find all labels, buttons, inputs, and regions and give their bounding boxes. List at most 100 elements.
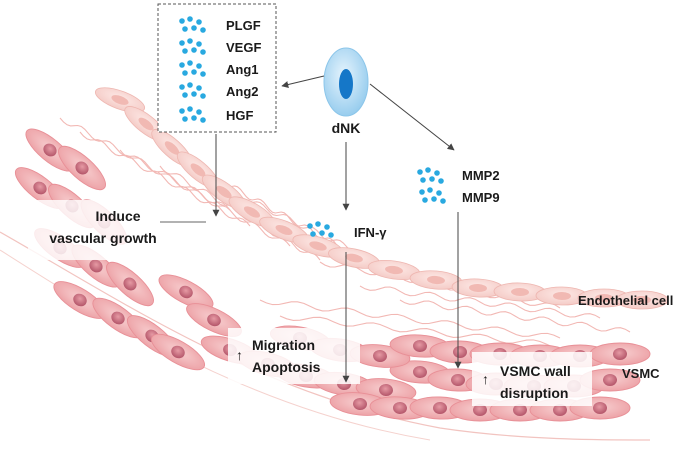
- vsmc-cell-11: [158, 274, 214, 310]
- vsmc-cell-nucleus: [89, 259, 103, 273]
- arrow-dnk-to-box: [281, 75, 325, 88]
- ifn-dot-5: [328, 232, 334, 238]
- mmp9-dot-5: [440, 198, 446, 204]
- endothelial-cell-nucleus: [190, 163, 206, 177]
- mmp9-dot-2: [436, 190, 442, 196]
- migration-line-1: Migration: [252, 337, 315, 353]
- vsmc-cell-nucleus: [43, 143, 57, 157]
- factor-dot-3-2: [196, 85, 202, 91]
- ifn-label: IFN-γ: [354, 225, 387, 240]
- arrow-dnk-to-mmp: [369, 83, 455, 151]
- factor-dot-0-5: [200, 27, 206, 33]
- ifn-dot-3: [310, 231, 316, 237]
- vsmc-cell-13: [150, 333, 206, 371]
- factor-dot-1-4: [191, 47, 197, 53]
- mmp2-dot-2: [434, 170, 440, 176]
- endothelial-cell-nucleus: [595, 294, 613, 302]
- endothelial-cell-nucleus: [243, 206, 261, 218]
- factor-dot-0-1: [187, 16, 193, 22]
- mmp9-dot-0: [419, 189, 425, 195]
- vsmc-cell-nucleus: [603, 374, 617, 386]
- vsmc-wall-label-bg: [472, 352, 592, 406]
- endothelial-cell-nucleus: [164, 141, 180, 155]
- factor-dot-4-3: [182, 116, 188, 122]
- endothelial-cell-15: [615, 290, 669, 310]
- factor-dot-1-5: [200, 49, 206, 55]
- migration-label-bg: [228, 328, 360, 384]
- factor-label-ang2: Ang2: [226, 84, 259, 99]
- wavy-fiber-8: [359, 285, 601, 319]
- dnk-cell-nucleus: [339, 69, 353, 99]
- factor-dot-0-2: [196, 19, 202, 25]
- vsmc-cell-24: [579, 368, 641, 392]
- factor-dot-2-0: [179, 62, 185, 68]
- endothelial-cell-nucleus: [553, 291, 571, 301]
- factor-dot-3-1: [187, 82, 193, 88]
- vsmc-cell-7: [106, 261, 154, 307]
- factor-dot-1-2: [196, 41, 202, 47]
- endothelial-layer: [94, 87, 669, 310]
- factor-dot-0-4: [191, 25, 197, 31]
- vsmc-cell-nucleus: [207, 313, 221, 327]
- endothelial-cell-nucleus: [275, 224, 293, 236]
- vsmc-cell-nucleus: [75, 161, 89, 175]
- mmp2-dot-5: [438, 178, 444, 184]
- factor-label-vegf: VEGF: [226, 40, 261, 55]
- factor-dot-4-1: [187, 106, 193, 112]
- vsmc-cell-nucleus: [453, 345, 467, 359]
- ifn-dot-0: [307, 223, 313, 229]
- vsmc-cell-nucleus: [353, 397, 367, 411]
- vsmc-cell-nucleus: [123, 277, 137, 291]
- factor-dot-3-3: [182, 92, 188, 98]
- vsmc-cell-nucleus: [413, 339, 427, 353]
- factor-dot-4-5: [200, 117, 206, 123]
- mmp9-dot-4: [431, 196, 437, 202]
- mmp2-dot-4: [429, 176, 435, 182]
- vsmc-cell-nucleus: [473, 404, 487, 416]
- factor-label-ang1: Ang1: [226, 62, 259, 77]
- mmp2-label: MMP2: [462, 168, 500, 183]
- mmp9-dot-1: [427, 187, 433, 193]
- dnk-cell: dNK: [323, 47, 369, 136]
- factor-dot-2-1: [187, 60, 193, 66]
- dnk-label: dNK: [332, 120, 361, 136]
- mmp-dots: [417, 167, 446, 204]
- vsmc-cell-nucleus: [393, 401, 407, 415]
- vsmc-cell-nucleus: [111, 311, 125, 325]
- ifn-dots: [307, 221, 334, 238]
- endothelial-cell-8: [328, 247, 380, 269]
- mmp2-dot-0: [417, 169, 423, 175]
- ifn-dot-4: [319, 230, 325, 236]
- vascular-label-bg: [28, 200, 178, 260]
- factor-dots: [179, 16, 206, 123]
- migration-up-arrow: ↑: [236, 347, 243, 363]
- vsmc-cell-nucleus: [613, 348, 627, 360]
- factor-dot-2-5: [200, 71, 206, 77]
- factor-dot-1-3: [182, 48, 188, 54]
- factor-dot-3-5: [200, 93, 206, 99]
- factor-dot-0-3: [182, 26, 188, 32]
- wavy-fiber-2: [119, 149, 291, 247]
- vsmc-cell-nucleus: [433, 401, 447, 415]
- factor-dot-4-2: [196, 109, 202, 115]
- ifn-dot-1: [315, 221, 321, 227]
- vascular-line-2: vascular growth: [49, 230, 156, 246]
- vsmc-cell-33: [589, 342, 651, 366]
- factors-box-border: [157, 3, 277, 133]
- vsmc-wall-line-2: disruption: [500, 385, 568, 401]
- mmp9-label: MMP9: [462, 190, 500, 205]
- endothelial-cell-nucleus: [427, 275, 445, 285]
- endothelial-cell-nucleus: [385, 265, 403, 275]
- vsmc-cell-nucleus: [73, 293, 87, 307]
- factor-dot-2-4: [191, 69, 197, 75]
- vsmc-cell-nucleus: [593, 402, 607, 414]
- vsmc-cell-nucleus: [513, 404, 527, 416]
- vascular-line-1: Induce: [95, 208, 140, 224]
- endothelial-cell-label: Endothelial cell: [578, 293, 673, 308]
- endothelial-cell-nucleus: [111, 95, 129, 105]
- factor-dot-3-4: [191, 91, 197, 97]
- endothelial-cell-nucleus: [309, 241, 327, 251]
- vsmc-cell-nucleus: [179, 285, 193, 299]
- vsmc-cell-nucleus: [33, 181, 47, 195]
